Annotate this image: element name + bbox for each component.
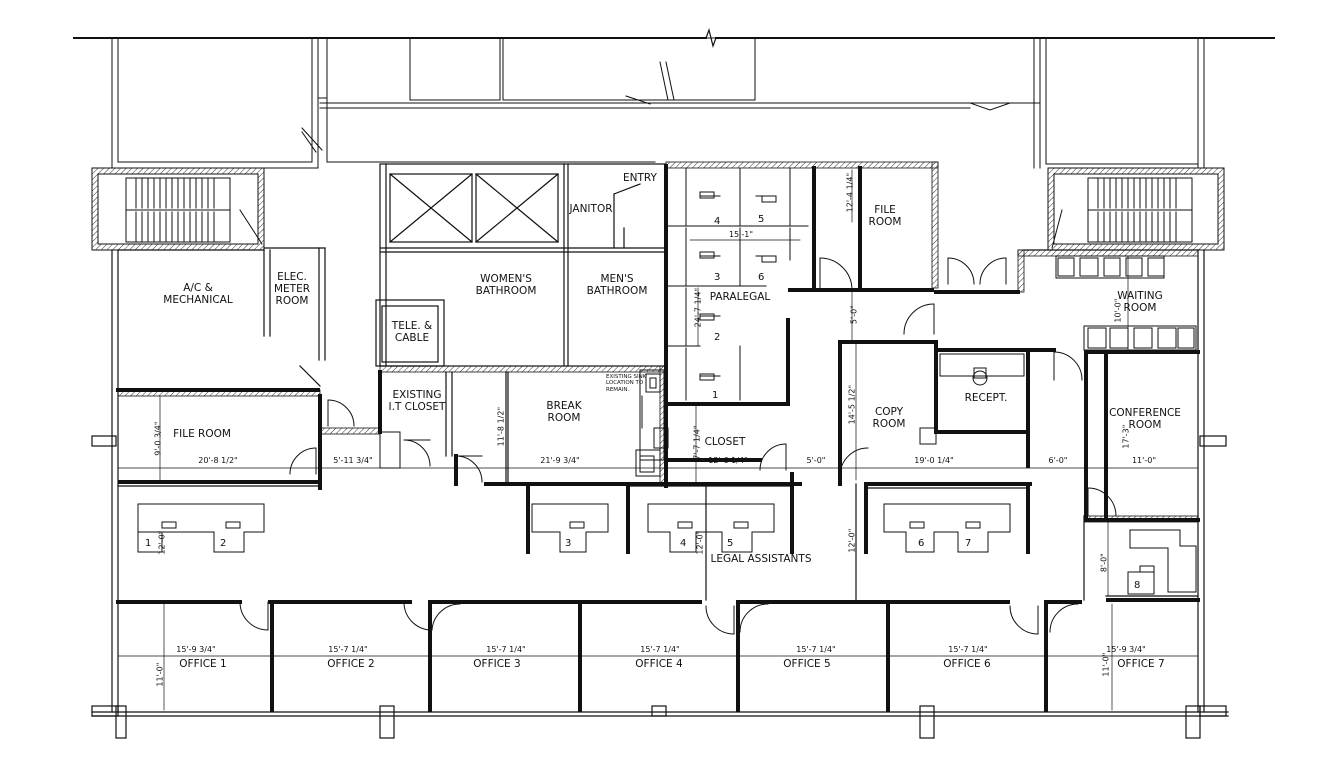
room-label-copy-room: COPY ROOM [872, 406, 906, 431]
note-existing-sink: EXISTING SINK LOCATION TO REMAIN. [606, 374, 647, 393]
room-label-office-7: OFFICE 7 [1117, 658, 1165, 670]
dimension-waiting-height: 10'-0" [1113, 298, 1123, 323]
workstation-3: 3 [565, 538, 571, 549]
workstation-1: 1 [145, 538, 151, 549]
room-label-elec-meter-room: ELEC. METER ROOM [273, 271, 311, 308]
dimension-break-room-height: 11'-8 1/2" [496, 406, 506, 447]
room-label-legal-assistants: LEGAL ASSISTANTS [710, 553, 812, 565]
dimension-conference-height: 17'-3" [1121, 424, 1131, 449]
dimension-file-room-left-height: 9'-0 3/4" [153, 421, 163, 456]
room-label-entry: ENTRY [623, 172, 657, 184]
dimension-office-5-width: 15'-7 1/4" [796, 645, 836, 654]
building-bottom-line [91, 435, 1229, 739]
dimension-office-depth-right: 11'-0" [1101, 652, 1111, 677]
workstation-5: 5 [727, 538, 733, 549]
dimension-office-7-width: 15'-9 3/4" [1106, 645, 1146, 654]
paralegal-desk-4: 4 [714, 216, 720, 227]
room-label-office-2: OFFICE 2 [327, 658, 375, 670]
dimension-workstation-depth-center: 12'-0" [847, 528, 857, 553]
workstation-2: 2 [220, 538, 226, 549]
room-label-womens-bathroom: WOMEN'S BATHROOM [475, 273, 537, 298]
room-label-recept: RECEPT. [964, 392, 1008, 404]
dimension-corridor-left-width: 5'-11 3/4" [333, 456, 373, 465]
paralegal-desk-2: 2 [714, 332, 720, 343]
paralegal-desk-3: 3 [714, 272, 720, 283]
dimension-file-room-right-height: 12'-4 1/4" [845, 172, 855, 213]
dimension-closet-width: 12'-6 1/4" [708, 456, 748, 465]
dimension-office-2-width: 15'-7 1/4" [328, 645, 368, 654]
room-label-office-4: OFFICE 4 [635, 658, 683, 670]
dimension-cubicle-8-depth: 8'-0" [1099, 553, 1109, 573]
workstation-8: 8 [1134, 580, 1140, 591]
dimension-paralegal-height: 24'-7 1/4" [693, 287, 703, 328]
dimension-copy-recept-width: 19'-0 1/4" [914, 456, 954, 465]
room-label-waiting-room: WAITING ROOM [1117, 290, 1163, 315]
workstations [137, 503, 1197, 595]
door-swings [239, 257, 1117, 635]
adjacent-structure-upper [111, 37, 1205, 169]
dimension-break-room-width: 21'-9 3/4" [540, 456, 580, 465]
paralegal-cubicles [665, 167, 809, 401]
room-label-file-room-left: FILE ROOM [173, 428, 231, 440]
dimension-office-depth-left: 11'-0" [155, 662, 165, 687]
room-label-paralegal: PARALEGAL [709, 291, 771, 303]
paralegal-desk-1: 1 [712, 390, 718, 401]
room-label-break-room: BREAK ROOM [546, 400, 582, 425]
dimension-paralegal-width: 15'-1" [728, 230, 754, 239]
workstation-4: 4 [680, 538, 686, 549]
dimension-office-3-width: 15'-7 1/4" [486, 645, 526, 654]
room-label-office-6: OFFICE 6 [943, 658, 991, 670]
paralegal-desk-5: 5 [758, 214, 764, 225]
right-stair [1047, 167, 1225, 251]
room-label-conference-room: CONFERENCE ROOM [1109, 407, 1181, 432]
dimension-copy-room-height: 14'-5 1/2" [847, 384, 857, 425]
dimension-conference-width: 11'-0" [1131, 456, 1157, 465]
reception-furniture [919, 255, 1197, 445]
room-label-existing-it-closet: EXISTING I.T CLOSET [388, 389, 446, 414]
dimension-corridor-right-width: 6'-0" [1048, 456, 1068, 465]
break-room-fixtures [379, 369, 669, 477]
dimension-workstation-depth-mid: 12'-0" [695, 530, 705, 555]
room-label-janitor: JANITOR [569, 203, 613, 215]
room-label-office-1: OFFICE 1 [179, 658, 227, 670]
workstation-6: 6 [918, 538, 924, 549]
room-label-closet: CLOSET [704, 436, 746, 448]
paralegal-desk-6: 6 [758, 272, 764, 283]
left-stair [91, 167, 265, 251]
interior-walls [117, 371, 1199, 601]
dimension-file-room-left-width: 20'-8 1/2" [198, 456, 238, 465]
room-label-office-3: OFFICE 3 [473, 658, 521, 670]
room-label-office-5: OFFICE 5 [783, 658, 831, 670]
dimension-corridor-height: 5'-0" [849, 305, 859, 325]
workstation-7: 7 [965, 538, 971, 549]
dimension-workstation-depth-left: 12'-0" [157, 530, 167, 555]
room-label-tele-cable: TELE. & CABLE [391, 320, 433, 345]
dimension-corridor-mid-width: 5'-0" [806, 456, 826, 465]
room-label-ac-mechanical: A/C & MECHANICAL [163, 282, 233, 307]
dimension-office-6-width: 15'-7 1/4" [948, 645, 988, 654]
dimension-closet-height: 7'-7 1/4" [692, 425, 702, 460]
room-label-file-room-right: FILE ROOM [868, 204, 902, 229]
dimension-office-4-width: 15'-7 1/4" [640, 645, 680, 654]
dimension-lines [117, 169, 1199, 711]
room-label-mens-bathroom: MEN'S BATHROOM [586, 273, 648, 298]
dimension-office-1-width: 15'-9 3/4" [176, 645, 216, 654]
